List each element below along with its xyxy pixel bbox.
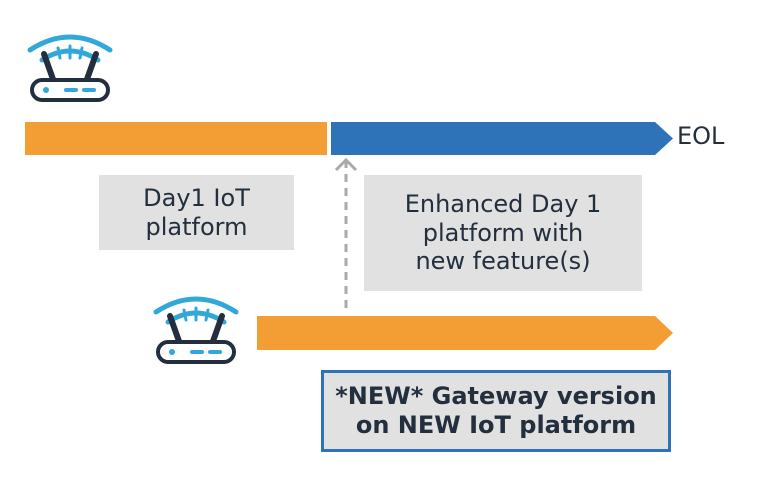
day1-label-line2: platform xyxy=(145,212,248,241)
enhanced-platform-box: Enhanced Day 1 platform with new feature… xyxy=(364,175,642,291)
new-gateway-line1: *NEW* Gateway version xyxy=(335,382,657,411)
new-gateway-timeline-arrow xyxy=(257,316,673,350)
day1-label-line1: Day1 IoT xyxy=(143,183,250,212)
eol-label: EOL xyxy=(677,122,725,150)
new-gateway-box: *NEW* Gateway version on NEW IoT platfor… xyxy=(321,370,671,452)
router-icon xyxy=(27,34,113,102)
enhanced-label-line1: Enhanced Day 1 xyxy=(404,189,602,218)
enhanced-label-line3: new feature(s) xyxy=(415,247,591,276)
router-icon xyxy=(153,296,239,364)
enhanced-label-line2: platform with xyxy=(422,218,584,247)
day1-platform-box: Day1 IoT platform xyxy=(99,175,294,250)
day1-timeline-bar xyxy=(25,122,327,155)
upgrade-dashed-arrow xyxy=(334,157,358,314)
enhanced-timeline-arrow xyxy=(331,122,673,155)
new-gateway-line2: on NEW IoT platform xyxy=(355,411,637,439)
